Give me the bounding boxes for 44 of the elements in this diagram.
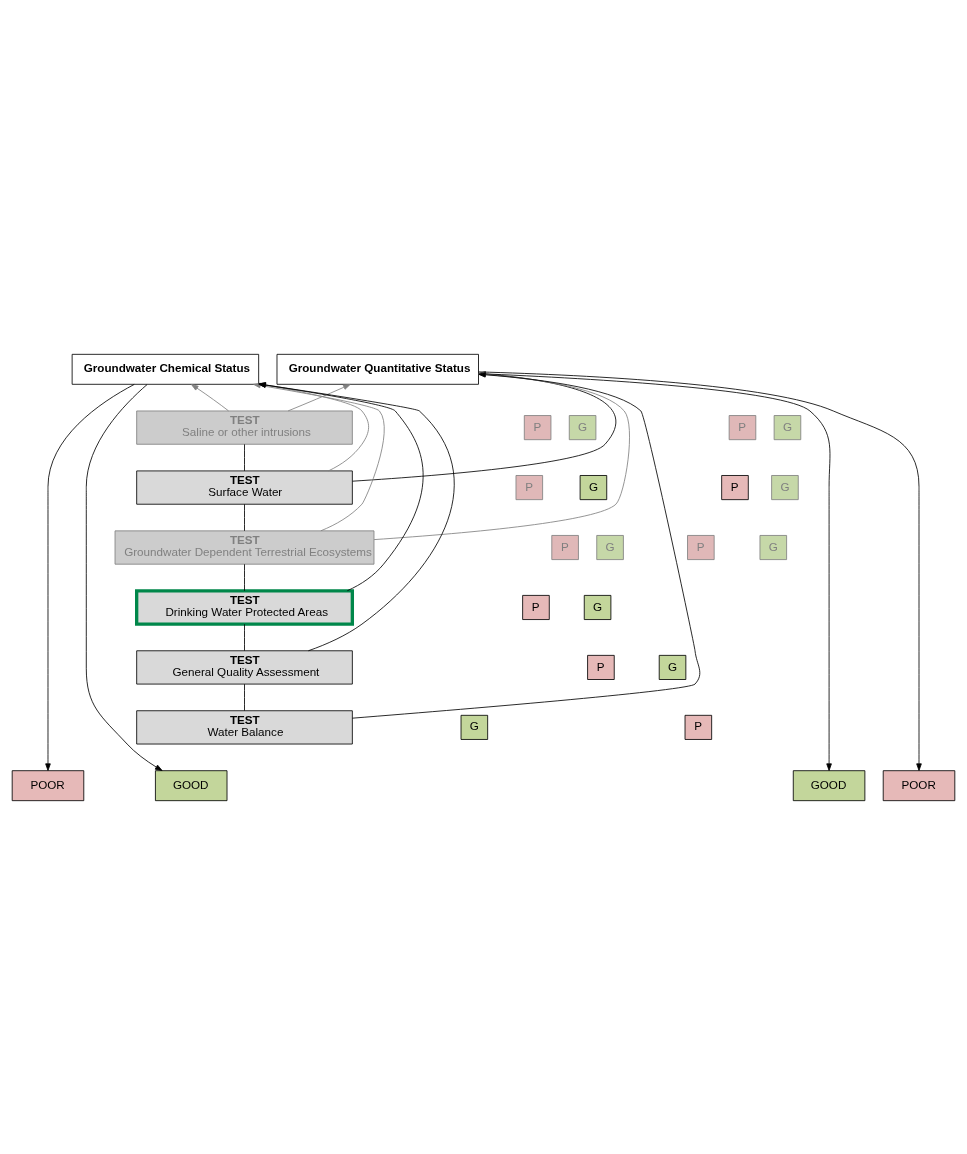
node-box: P [721,474,749,500]
node-box: Groundwater Chemical Status [71,353,260,385]
connector [244,683,245,711]
arrow [478,372,832,771]
node-box: TEST Saline or other intrusions [136,410,353,445]
node-box: P [587,654,615,680]
node-box: Groundwater Quantitative Status [276,353,479,385]
node-box: TEST Drinking Water Protected Areas [135,588,354,626]
node-box: P [684,714,713,740]
node-box: G [460,714,489,740]
node-box: POOR [882,769,956,801]
connector [244,443,245,471]
node-box: TEST Water Balance [136,709,353,744]
node-box: P [523,414,552,440]
node-box: TEST Groundwater Dependent Terrestrial Ecosystems [114,529,375,565]
arrow [478,371,922,771]
node-box: GOOD [792,769,866,801]
node-box: G [568,414,597,440]
arrow [287,383,351,411]
node-box: TEST General Quality Assessment [136,649,353,684]
node-box: G [596,534,624,560]
node-box: G [771,474,799,500]
node-box: TEST Surface Water [136,470,353,505]
connector [244,503,245,531]
node-box: P [728,414,757,440]
arrow [191,383,229,411]
connector [244,563,245,591]
node-box: POOR [11,769,85,801]
node-box: P [687,534,715,560]
node-box: G [658,654,687,680]
node-box: G [759,534,788,560]
node-box: G [583,594,612,620]
arrow [352,370,617,482]
node-box: G [773,414,802,440]
arrow [45,383,135,771]
node-box: GOOD [155,769,228,801]
node-box: P [515,474,544,500]
arrow [85,383,163,771]
node-box: P [551,534,579,560]
arrow [373,371,630,540]
arrow [351,371,701,719]
connector [244,623,245,651]
node-box: P [522,594,550,620]
node-box: G [579,474,608,500]
